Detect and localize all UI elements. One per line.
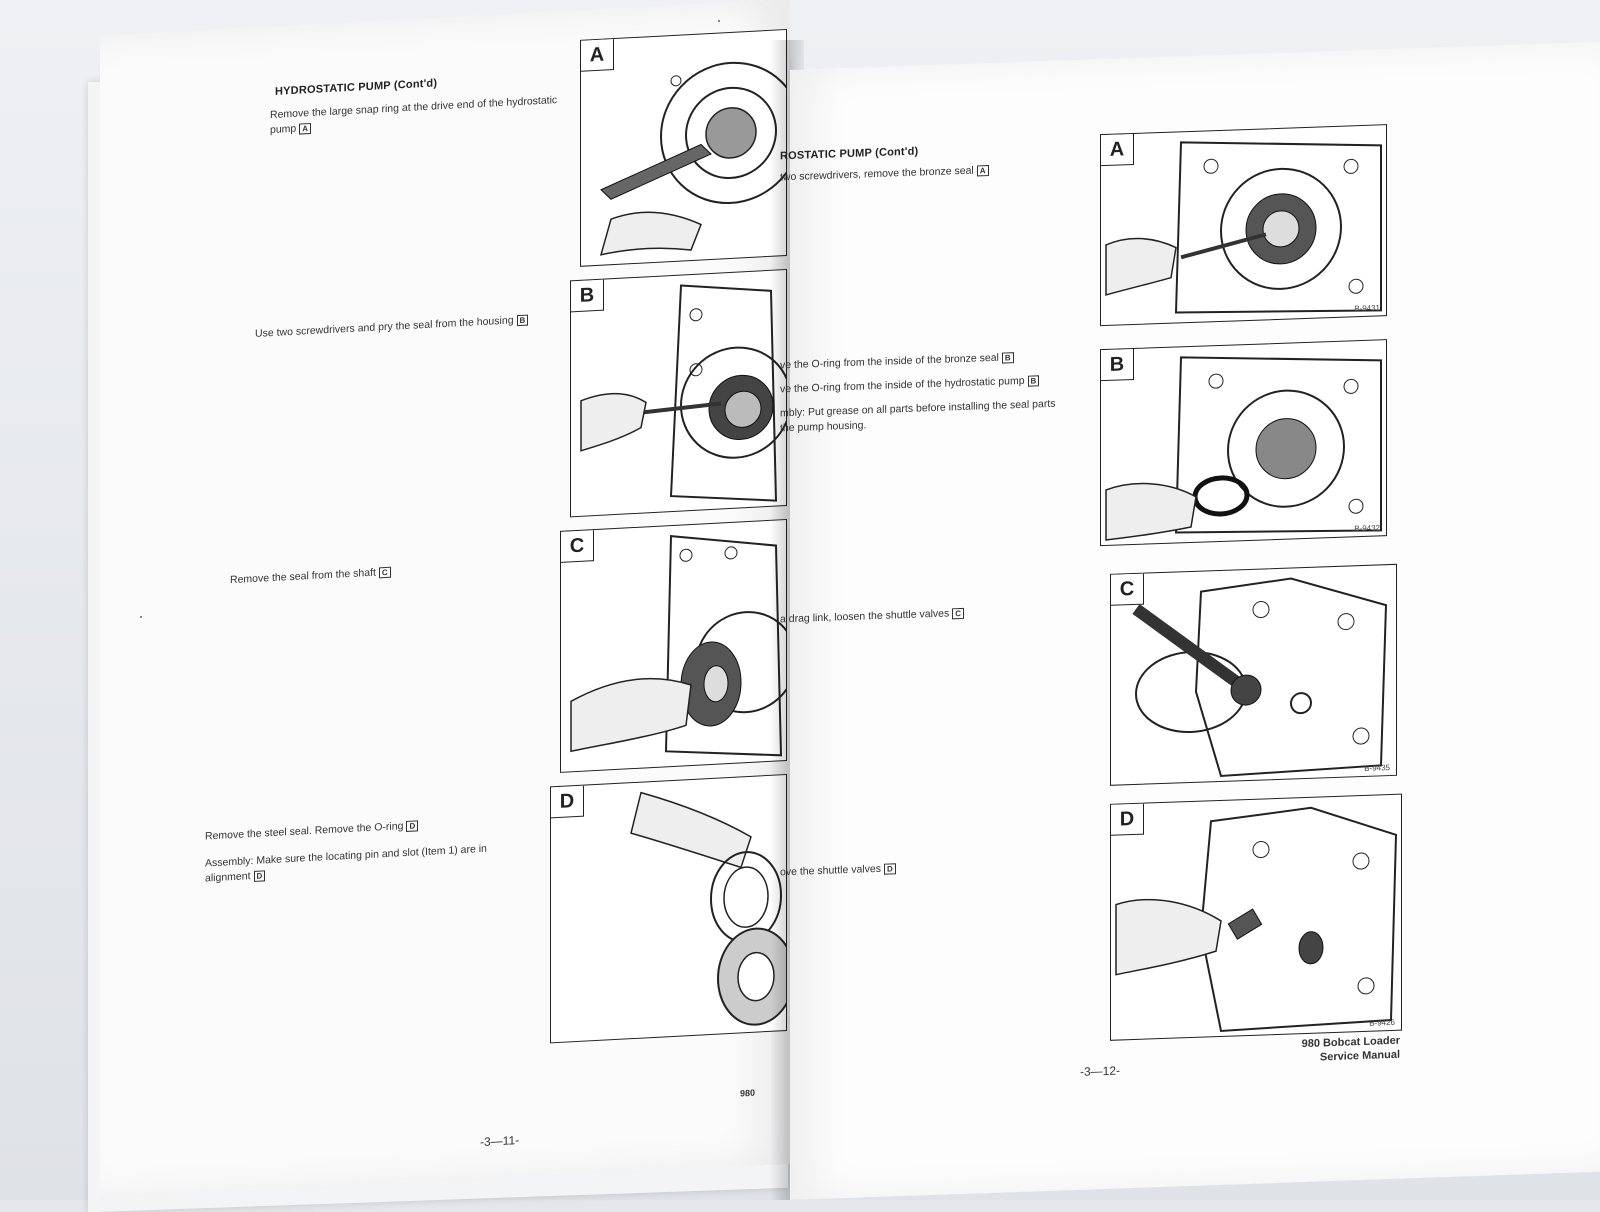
- figure-label: D: [1111, 803, 1144, 836]
- step-text-b-1: ve the O-ring from the inside of the bro…: [780, 348, 1070, 373]
- right-page-heading: ROSTATIC PUMP (Cont'd): [780, 145, 919, 163]
- figure-label: C: [561, 530, 594, 563]
- figure-label: A: [581, 39, 614, 72]
- figure-a-bronze-seal: A B-9431: [1100, 124, 1387, 327]
- steel-seal-illustration: [630, 791, 786, 1026]
- right-page: ROSTATIC PUMP (Cont'd) two screwdrivers,…: [780, 41, 1600, 1200]
- step-text-b: Use two screwdrivers and pry the seal fr…: [255, 311, 565, 342]
- left-page-heading: HYDROSTATIC PUMP (Cont'd): [275, 77, 438, 98]
- manual-footer-title: 980 Bobcat Loader Service Manual: [1250, 1034, 1400, 1067]
- figure-b-pry-seal: B: [570, 268, 787, 518]
- figure-label: C: [1111, 573, 1144, 606]
- figure-code: B-9435: [1364, 763, 1390, 773]
- figure-a-snap-ring: A: [580, 28, 787, 267]
- shuttle-valve-loosen-illustration: [1132, 577, 1388, 777]
- figure-label: A: [1101, 133, 1134, 167]
- left-page: HYDROSTATIC PUMP (Cont'd) Remove the lar…: [100, 0, 790, 1201]
- bronze-seal-illustration: [1105, 141, 1382, 314]
- figure-c-shuttle-valve-loosen: C B-9435: [1110, 563, 1397, 786]
- step-text-a: two screwdrivers, remove the bronze seal…: [780, 161, 1050, 185]
- right-page-number: -3—12-: [1080, 1063, 1121, 1079]
- step-text-a: Remove the large snap ring at the drive …: [270, 94, 558, 137]
- figure-code: B-9431: [1354, 303, 1380, 314]
- left-page-number: -3—11-: [480, 1133, 520, 1150]
- figure-code: B-9432: [1354, 523, 1380, 534]
- step-text-d-assembly: Assembly: Make sure the locating pin and…: [205, 842, 487, 885]
- step-text-b-2: ve the O-ring from the inside of the hyd…: [780, 372, 1080, 397]
- figure-c-remove-seal: C: [560, 518, 787, 773]
- figure-d-shuttle-valve-remove: D B-9426: [1110, 793, 1402, 1041]
- remove-seal-illustration: [570, 534, 786, 757]
- figure-label: B: [571, 279, 604, 313]
- o-ring-illustration: [1105, 356, 1382, 541]
- step-text-assembly: mbly: Put grease on all parts before ins…: [780, 397, 1056, 435]
- figure-label: D: [551, 785, 584, 819]
- figure-b-o-ring: B B-9432: [1100, 339, 1387, 547]
- figure-d-steel-seal: D: [550, 773, 787, 1044]
- step-text-d: Remove the steel seal. Remove the O-ring…: [205, 817, 445, 845]
- figure-label: B: [1101, 348, 1134, 382]
- figure-code: B-9426: [1369, 1017, 1395, 1028]
- pry-seal-illustration: [580, 284, 786, 502]
- paper-speck: [718, 20, 720, 22]
- snap-ring-illustration: [599, 61, 786, 256]
- spine-footer-fragment: 980: [740, 1087, 756, 1099]
- shuttle-valve-remove-illustration: [1115, 806, 1398, 1033]
- paper-speck: [140, 616, 142, 618]
